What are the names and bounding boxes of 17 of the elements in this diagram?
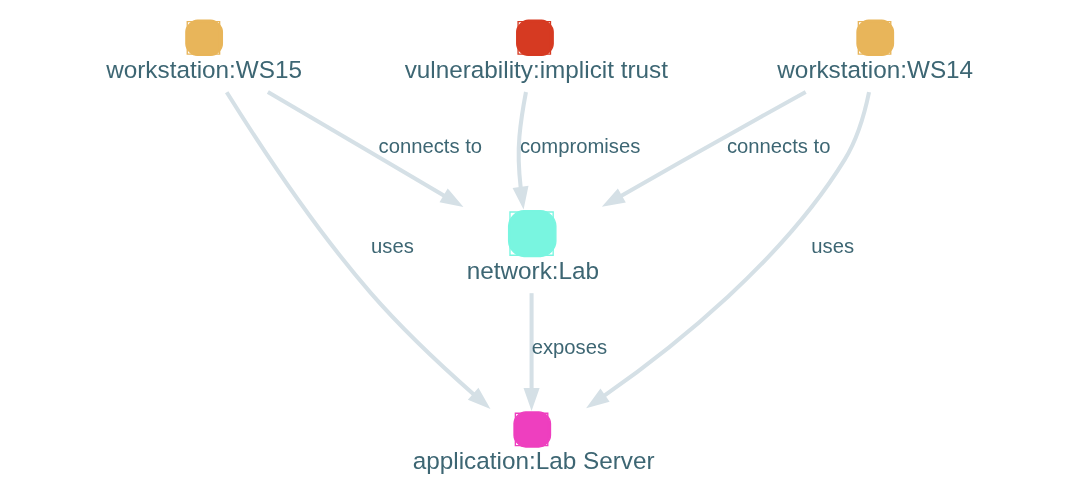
node-label: workstation:WS14 [776,55,973,83]
edge-label: uses [370,235,414,258]
arrow [585,91,871,409]
edge-label: compromises [519,134,640,157]
arrow [512,91,529,210]
edge-label: uses [810,235,854,258]
arrow [601,90,807,207]
edge-label: exposes [531,335,607,358]
arrow [523,293,540,412]
node-label: application:Lab Server [412,447,655,475]
arrow [224,91,490,409]
node-label: workstation:WS15 [105,55,302,83]
node-label: vulnerability:implicit trust [404,55,668,83]
arrow [266,90,463,208]
edge-label: connects to [726,134,830,157]
node-label: network:Lab [466,256,599,284]
edge-label: connects to [378,134,482,157]
